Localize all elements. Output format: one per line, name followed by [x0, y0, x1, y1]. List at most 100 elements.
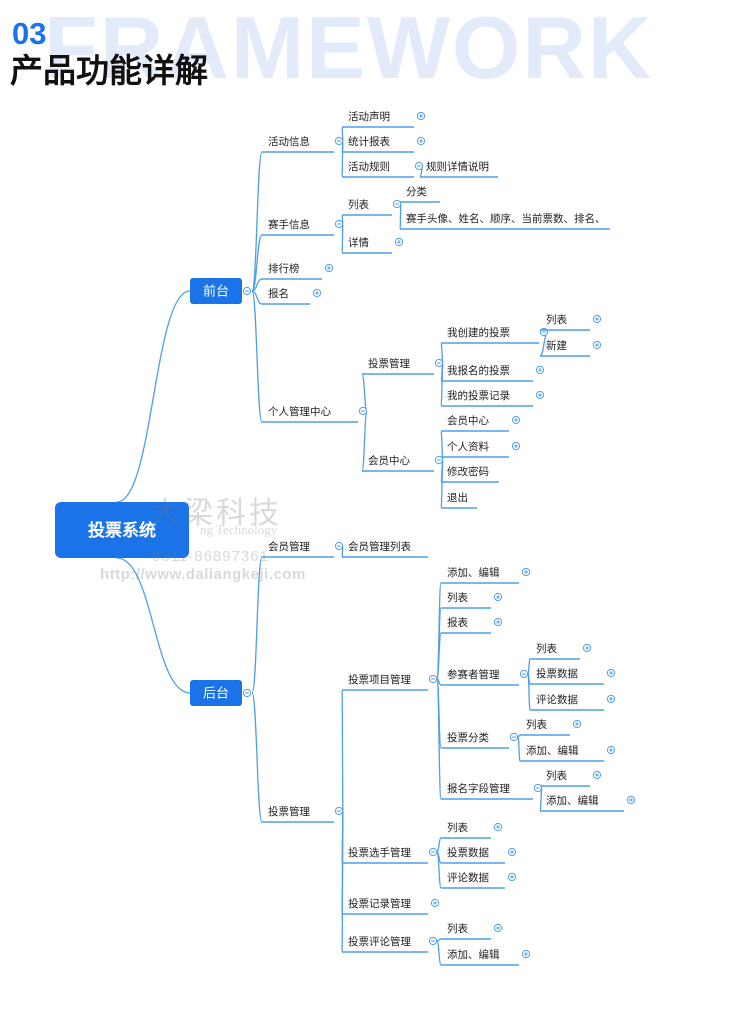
node-b1-c1[interactable]: 投票管理 [262, 805, 334, 823]
node-b1-c1-c0-c5-c0[interactable]: 列表 [540, 769, 590, 787]
node-b1-c1-c0-c3-collapse-icon[interactable] [519, 669, 529, 679]
connector-b1-c1-c0-c5 [436, 678, 442, 800]
node-b0-c4-c0-c1[interactable]: 我报名的投票 [441, 364, 533, 382]
node-b0-c0-c2-c0[interactable]: 规则详情说明 [420, 160, 498, 178]
connector-b1-c1-c0 [341, 689, 344, 812]
node-b1-c1-c0[interactable]: 投票项目管理 [342, 673, 428, 691]
node-b1-c0-c0[interactable]: 会员管理列表 [342, 540, 428, 558]
node-b0-c4-c1[interactable]: 会员中心 [362, 454, 434, 472]
node-b1-c1-c2[interactable]: 投票记录管理 [342, 897, 428, 915]
node-b1-c1-c0-c3[interactable]: 参赛者管理 [441, 668, 519, 686]
node-b1-c1-c0-c2[interactable]: 报表 [441, 616, 491, 634]
node-b0-c1-c0[interactable]: 列表 [342, 198, 392, 216]
node-b1-c1-c3[interactable]: 投票评论管理 [342, 935, 428, 953]
node-b0-c4-c0-c2[interactable]: 我的投票记录 [441, 389, 533, 407]
node-b1-c1-c1-c1[interactable]: 投票数据 [441, 846, 505, 864]
node-b1-c1-c1-collapse-icon[interactable] [428, 847, 438, 857]
node-b1-c1-c0-c5-c1-expand-icon[interactable] [626, 795, 636, 805]
node-b0-collapse-icon[interactable] [242, 286, 252, 296]
node-b1-c1-c1[interactable]: 投票选手管理 [342, 846, 428, 864]
node-b1-c1-c2-expand-icon[interactable] [430, 898, 440, 908]
node-b0-c4-c0[interactable]: 投票管理 [362, 357, 434, 375]
node-b0-c0-c0-expand-icon[interactable] [416, 111, 426, 121]
node-b1-collapse-icon[interactable] [242, 688, 252, 698]
node-b1-c1-c1-c2[interactable]: 评论数据 [441, 871, 505, 889]
node-b1-c1-collapse-icon[interactable] [334, 806, 344, 816]
node-b1-c1-c0-c0-expand-icon[interactable] [521, 567, 531, 577]
node-b0-c4[interactable]: 个人管理中心 [262, 405, 358, 423]
node-b1-c1-c0-c3-c0-expand-icon[interactable] [582, 643, 592, 653]
node-b0-c4-c0-c0-c0-expand-icon[interactable] [592, 314, 602, 324]
node-b1-c0[interactable]: 会员管理 [262, 540, 334, 558]
node-b0-c4-c1-c0-expand-icon[interactable] [511, 415, 521, 425]
node-b0-c4-c0-c0-c1-expand-icon[interactable] [592, 340, 602, 350]
node-b1-c1-c0-c3-c2[interactable]: 评论数据 [530, 693, 604, 711]
node-b1-c1-c0-c4-c0[interactable]: 列表 [520, 718, 570, 736]
node-b1-c1-c3-c0[interactable]: 列表 [441, 922, 491, 940]
node-b1-c1-c0-c4-c1[interactable]: 添加、编辑 [520, 744, 604, 762]
node-b1-c1-c0-c5-c0-expand-icon[interactable] [592, 770, 602, 780]
node-b0-c1-collapse-icon[interactable] [334, 219, 344, 229]
node-b0-c1-c1[interactable]: 详情 [342, 236, 392, 254]
node-b1-c1-c0-c3-c2-expand-icon[interactable] [606, 694, 616, 704]
connector-b1-c1-c0-c3-c0 [527, 658, 531, 675]
node-b1-c1-c1-c1-expand-icon[interactable] [507, 847, 517, 857]
node-b0-c0[interactable]: 活动信息 [262, 135, 334, 153]
node-b0-c4-c0-c0-c0[interactable]: 列表 [540, 313, 590, 331]
node-b0-c0-c0[interactable]: 活动声明 [342, 110, 414, 128]
node-b1-c1-c0-c5[interactable]: 报名字段管理 [441, 782, 533, 800]
node-b0-c4-c0-c0[interactable]: 我创建的投票 [441, 326, 539, 344]
node-b0-c4-c0-c0-c1[interactable]: 新建 [540, 339, 590, 357]
node-b1-c1-c0-c5-c1[interactable]: 添加、编辑 [540, 794, 624, 812]
node-b0-c0-collapse-icon[interactable] [334, 136, 344, 146]
node-b1-c1-c1-c2-expand-icon[interactable] [507, 872, 517, 882]
node-b0-c4-c1-c1-expand-icon[interactable] [511, 441, 521, 451]
node-b0-c4-c1-c2[interactable]: 修改密码 [441, 465, 499, 483]
node-b0-c1-c0-c1[interactable]: 赛手头像、姓名、顺序、当前票数、排名、 [400, 212, 610, 230]
node-b0-c0-c1[interactable]: 统计报表 [342, 135, 414, 153]
node-b0-c4-c1-c3[interactable]: 退出 [441, 491, 477, 509]
node-b0-c4-c1-c1[interactable]: 个人资料 [441, 440, 509, 458]
node-b0-c4-c0-c1-expand-icon[interactable] [535, 365, 545, 375]
node-b1-c1-c3-c0-expand-icon[interactable] [493, 923, 503, 933]
node-b0-c1-c0-collapse-icon[interactable] [392, 199, 402, 209]
node-b1-c1-c0-c1-label: 列表 [447, 591, 468, 604]
node-b0-c4-c0-collapse-icon[interactable] [434, 358, 444, 368]
node-b1-c1-c0-collapse-icon[interactable] [428, 674, 438, 684]
node-b1-c0-collapse-icon[interactable] [334, 541, 344, 551]
node-b1-c1-c0-c3-c1[interactable]: 投票数据 [530, 667, 604, 685]
node-b0-c4-c1-c0[interactable]: 会员中心 [441, 414, 509, 432]
node-b1-c1-c1-c0-expand-icon[interactable] [493, 822, 503, 832]
node-b1-c1-c0-c4-c1-expand-icon[interactable] [606, 745, 616, 755]
node-b1-c1-c0-c3-c1-expand-icon[interactable] [606, 668, 616, 678]
node-b1-c1-c0-c4[interactable]: 投票分类 [441, 731, 509, 749]
node-b1[interactable]: 后台 [190, 680, 242, 706]
node-b1-c1-c3-c1[interactable]: 添加、编辑 [441, 948, 519, 966]
node-b0-c4-c0-c2-expand-icon[interactable] [535, 390, 545, 400]
root-node[interactable]: 投票系统 [55, 502, 189, 558]
node-b0-c2[interactable]: 排行榜 [262, 262, 322, 280]
node-b0-c1-c1-expand-icon[interactable] [394, 237, 404, 247]
node-b0-c3[interactable]: 报名 [262, 287, 310, 305]
node-b1-c1-c0-c2-expand-icon[interactable] [493, 617, 503, 627]
node-b0-c0-c1-expand-icon[interactable] [416, 136, 426, 146]
node-b0-c4-c1-collapse-icon[interactable] [434, 455, 444, 465]
node-b1-c1-c0-c0[interactable]: 添加、编辑 [441, 566, 519, 584]
node-b1-c1-c0-c4-collapse-icon[interactable] [509, 732, 519, 742]
node-b1-c1-c3-collapse-icon[interactable] [428, 936, 438, 946]
node-b1-c1-c0-c5-collapse-icon[interactable] [533, 783, 543, 793]
node-b0-c0-c2[interactable]: 活动规则 [342, 160, 414, 178]
node-b1-c1-c0-c4-c0-expand-icon[interactable] [572, 719, 582, 729]
node-b0-c4-collapse-icon[interactable] [358, 406, 368, 416]
node-b1-c1-c0-c1-expand-icon[interactable] [493, 592, 503, 602]
node-b0[interactable]: 前台 [190, 278, 242, 304]
node-b0-c0-c2-collapse-icon[interactable] [414, 161, 424, 171]
node-b0-c3-expand-icon[interactable] [312, 288, 322, 298]
node-b1-c1-c1-c0[interactable]: 列表 [441, 821, 491, 839]
node-b1-c1-c0-c3-c0[interactable]: 列表 [530, 642, 580, 660]
node-b0-c1-c0-c0[interactable]: 分类 [400, 185, 440, 203]
node-b0-c1[interactable]: 赛手信息 [262, 218, 334, 236]
node-b1-c1-c3-c1-expand-icon[interactable] [521, 949, 531, 959]
node-b1-c1-c0-c1[interactable]: 列表 [441, 591, 491, 609]
node-b0-c2-expand-icon[interactable] [324, 263, 334, 273]
